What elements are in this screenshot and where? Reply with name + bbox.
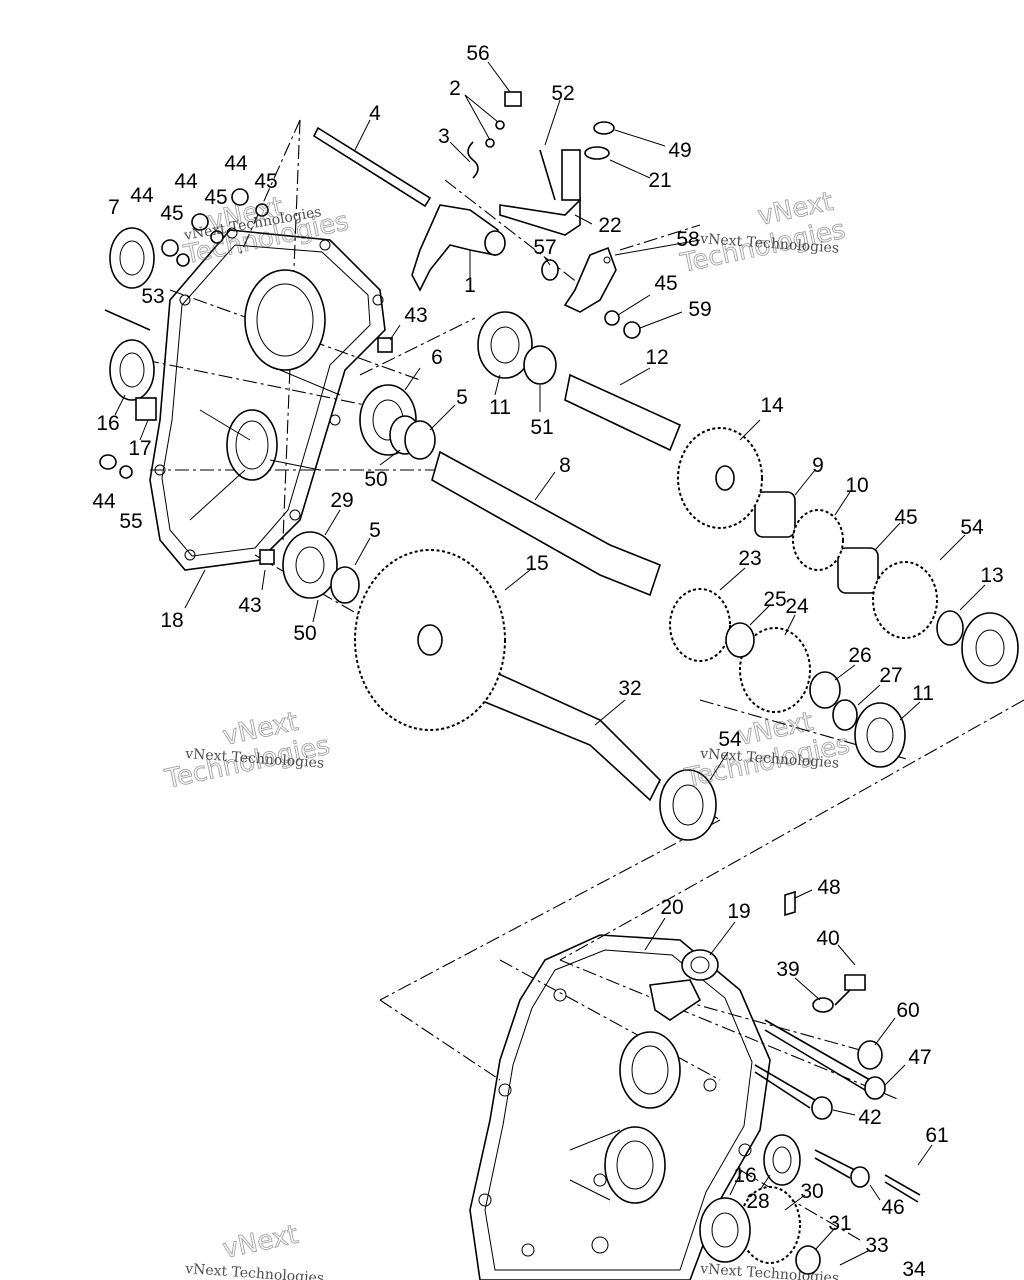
- part-label-59: 59: [688, 298, 711, 321]
- part-label-45: 45: [204, 186, 227, 209]
- part-label-56: 56: [466, 42, 489, 65]
- part-label-30: 30: [800, 1180, 823, 1203]
- part-label-5: 5: [456, 386, 468, 409]
- part-label-55: 45: [894, 506, 917, 529]
- part-label-53: 53: [141, 285, 164, 308]
- part-label-6: 6: [431, 346, 443, 369]
- part-label-49: 49: [668, 139, 691, 162]
- part-label-8: 8: [559, 454, 571, 477]
- leader-lines: [114, 61, 986, 1266]
- part-label-27: 27: [879, 664, 902, 687]
- part-label-44: 44: [224, 152, 248, 175]
- part-label-20: 20: [660, 896, 683, 919]
- right-crankcase: [469, 934, 771, 1280]
- part-label-54: 29: [330, 489, 353, 512]
- part-label-47: 47: [908, 1046, 931, 1069]
- part-label-46: 46: [881, 1196, 904, 1219]
- part-label-44: 44: [92, 490, 116, 513]
- part-label-28: 28: [746, 1190, 769, 1213]
- left-crankcase: [149, 227, 386, 571]
- part-label-16: 16: [733, 1164, 756, 1187]
- shift-mechanism: [312, 91, 641, 339]
- part-label-26: 26: [848, 644, 871, 667]
- part-label-52: 52: [551, 82, 574, 105]
- part-label-17: 17: [128, 437, 151, 460]
- left-bearings-and-seals: [99, 188, 393, 565]
- part-label-14: 14: [760, 394, 784, 417]
- part-label-58: 58: [676, 228, 699, 251]
- part-label-7: 7: [108, 196, 120, 219]
- part-label-5: 5: [369, 519, 381, 542]
- part-label-1: 1: [464, 274, 476, 297]
- part-label-12: 12: [645, 346, 668, 369]
- part-label-40: 40: [816, 927, 839, 950]
- right-side-parts: [699, 890, 921, 1275]
- part-label-3: 3: [438, 125, 450, 148]
- shafts-and-bearings: [282, 311, 1019, 841]
- part-labels: 56 2 52 4 3 49 44 21 44 45 44 45 7 45 22…: [92, 42, 1003, 1280]
- part-label-24: 24: [785, 595, 809, 618]
- part-label-23: 23: [738, 547, 761, 570]
- part-label-50: 50: [364, 468, 387, 491]
- part-label-48: 48: [817, 876, 840, 899]
- part-label-18: 18: [160, 609, 183, 632]
- part-label-51: 51: [530, 416, 553, 439]
- watermark-line1: vNext: [220, 1220, 301, 1265]
- part-label-34: 34: [902, 1258, 926, 1280]
- part-label-9: 9: [812, 454, 824, 477]
- part-label-57: 57: [533, 236, 556, 259]
- part-label-10: 10: [845, 474, 868, 497]
- part-label-2: 2: [449, 77, 461, 100]
- part-label-13: 13: [980, 564, 1003, 587]
- part-label-25: 25: [763, 588, 786, 611]
- part-label-31: 31: [828, 1212, 851, 1235]
- part-label-16: 16: [96, 412, 119, 435]
- watermark-small: vNext Technologies: [184, 1261, 325, 1280]
- part-label-43: 43: [404, 304, 427, 327]
- part-label-61: 61: [925, 1124, 948, 1147]
- part-label-33: 33: [865, 1234, 888, 1257]
- part-label-45: 45: [654, 272, 677, 295]
- part-label-44: 44: [130, 184, 154, 207]
- part-label-21: 21: [648, 169, 671, 192]
- part-label-11: 11: [912, 682, 934, 705]
- part-label-44: 44: [174, 170, 198, 193]
- part-label-50: 50: [293, 622, 316, 645]
- part-label-15: 15: [525, 552, 548, 575]
- part-label-54: 54: [718, 728, 742, 751]
- part-label-19: 19: [727, 900, 750, 923]
- part-label-32: 32: [618, 677, 641, 700]
- part-label-45: 45: [160, 202, 183, 225]
- part-label-45: 45: [254, 170, 277, 193]
- part-label-39: 39: [776, 958, 799, 981]
- part-label-29: 54: [960, 516, 984, 539]
- part-label-60: 60: [896, 999, 919, 1022]
- part-label-42: 42: [858, 1106, 881, 1129]
- part-label-45: 55: [119, 510, 142, 533]
- gears: [354, 427, 938, 1264]
- part-label-11: 11: [489, 396, 511, 419]
- part-label-22: 22: [598, 214, 621, 237]
- part-label-4: 4: [369, 102, 381, 125]
- part-label-43: 43: [238, 594, 261, 617]
